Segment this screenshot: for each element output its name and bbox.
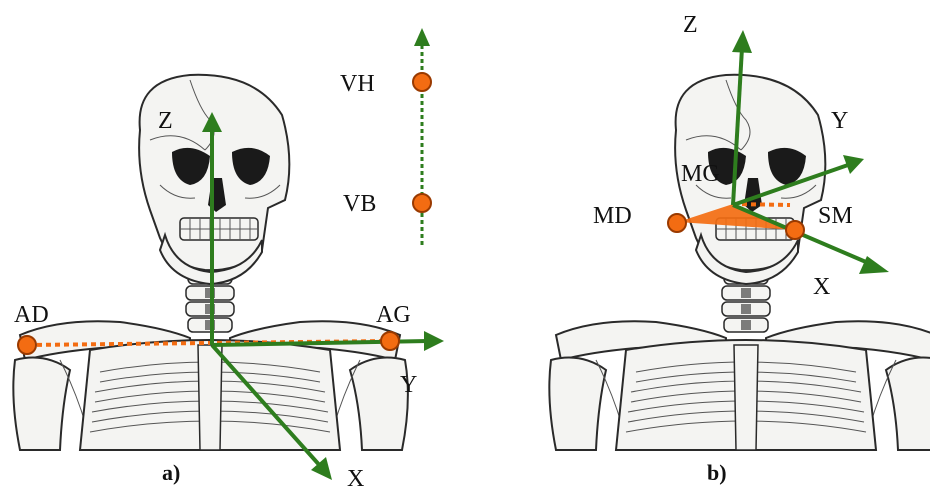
marker-md-label: MD: [593, 203, 632, 229]
marker-vh-label: VH: [340, 71, 375, 97]
vertical-reference-arrowhead: [414, 28, 430, 46]
marker-vb-label: VB: [343, 191, 376, 217]
panel-a-caption: a): [162, 460, 180, 485]
marker-ag: [381, 332, 399, 350]
y-axis-a-arrowhead: [424, 331, 444, 351]
marker-sm-label: SM: [818, 203, 853, 229]
z-axis-b-arrowhead: [732, 30, 752, 53]
marker-ad-label: AD: [14, 302, 49, 328]
x-axis-b-arrowhead: [859, 256, 889, 274]
panel-b-caption: b): [707, 460, 727, 485]
panel-a: Z Y X AD AG VH VB a): [13, 28, 444, 488]
panel-b: Z Y X MD SM MG b): [549, 12, 930, 485]
y-axis-a-label: Y: [400, 372, 417, 398]
marker-vh: [413, 73, 431, 91]
marker-vb: [413, 194, 431, 212]
marker-md: [668, 214, 686, 232]
x-axis-b-label: X: [813, 274, 830, 300]
z-axis-b-label: Z: [683, 12, 698, 38]
z-axis-a-label: Z: [158, 108, 173, 134]
y-axis-b-label: Y: [831, 108, 848, 134]
x-axis-a-label: X: [347, 466, 364, 488]
marker-ag-label: AG: [376, 302, 411, 328]
marker-mg-label: MG: [681, 161, 720, 187]
marker-sm: [786, 221, 804, 239]
marker-ad: [18, 336, 36, 354]
